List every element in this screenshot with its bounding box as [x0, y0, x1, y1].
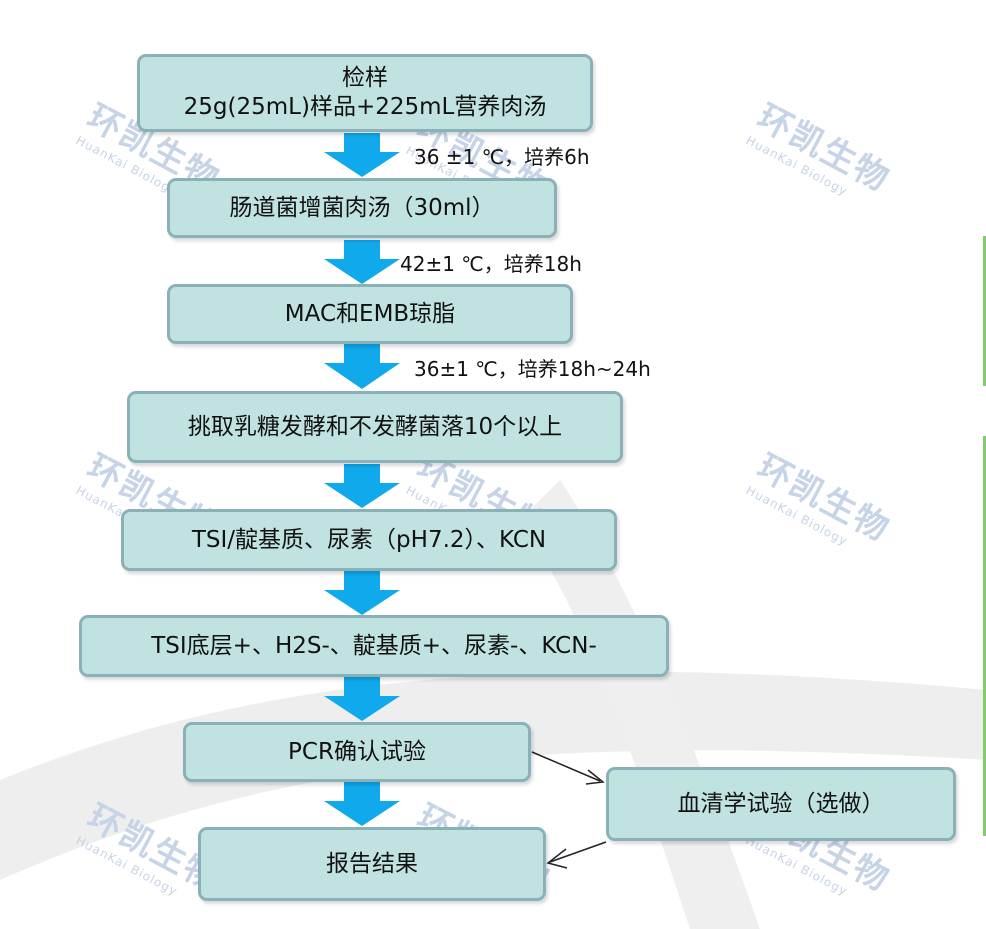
step-pcr-label: PCR确认试验 — [288, 738, 426, 765]
step-enrichment-broth: 肠道菌增菌肉汤（30ml） — [167, 178, 557, 238]
step-results-criteria: TSI底层+、H2S-、靛基质+、尿素-、KCN- — [79, 615, 669, 677]
step-report-label: 报告结果 — [326, 850, 418, 877]
down-arrow — [324, 464, 400, 508]
condition-1: 36 ±1 ℃，培养6h — [414, 145, 590, 169]
condition-2: 42±1 ℃，培养18h — [400, 252, 582, 276]
connector-to-serology — [531, 751, 601, 782]
step-serology-label: 血清学试验（选做） — [677, 790, 885, 817]
step-sample: 检样 25g(25mL)样品+225mL营养肉汤 — [137, 54, 593, 132]
connector-arrowhead — [546, 848, 568, 869]
down-arrow — [324, 782, 400, 826]
step-pick-label: 挑取乳糖发酵和不发酵菌落10个以上 — [187, 413, 563, 440]
condition-3: 36±1 ℃，培养18h~24h — [414, 357, 651, 381]
step-agar-label: MAC和EMB琼脂 — [284, 300, 456, 327]
edge-green-bar-bottom — [983, 436, 986, 836]
down-arrow — [324, 571, 400, 615]
down-arrow — [324, 240, 400, 284]
connector-arrowhead — [585, 769, 605, 785]
step-agar: MAC和EMB琼脂 — [167, 284, 573, 344]
step-biochemical-label: TSI/靛基质、尿素（pH7.2）、KCN — [191, 526, 547, 553]
step-criteria-label: TSI底层+、H2S-、靛基质+、尿素-、KCN- — [151, 632, 597, 659]
down-arrow — [324, 677, 400, 721]
step-biochemical-tests: TSI/靛基质、尿素（pH7.2）、KCN — [121, 509, 617, 571]
down-arrow — [324, 344, 400, 389]
step-enrichment-label: 肠道菌增菌肉汤（30ml） — [229, 194, 495, 221]
step-sample-title: 检样 — [342, 65, 388, 91]
down-arrow — [324, 133, 400, 177]
step-pcr: PCR确认试验 — [183, 722, 531, 782]
step-pick-colonies: 挑取乳糖发酵和不发酵菌落10个以上 — [127, 391, 623, 463]
step-sample-detail: 25g(25mL)样品+225mL营养肉汤 — [183, 94, 547, 120]
connector-from-serology — [549, 841, 607, 863]
step-report: 报告结果 — [198, 827, 546, 901]
step-serology: 血清学试验（选做） — [606, 767, 956, 841]
edge-green-bar-top — [983, 236, 986, 386]
